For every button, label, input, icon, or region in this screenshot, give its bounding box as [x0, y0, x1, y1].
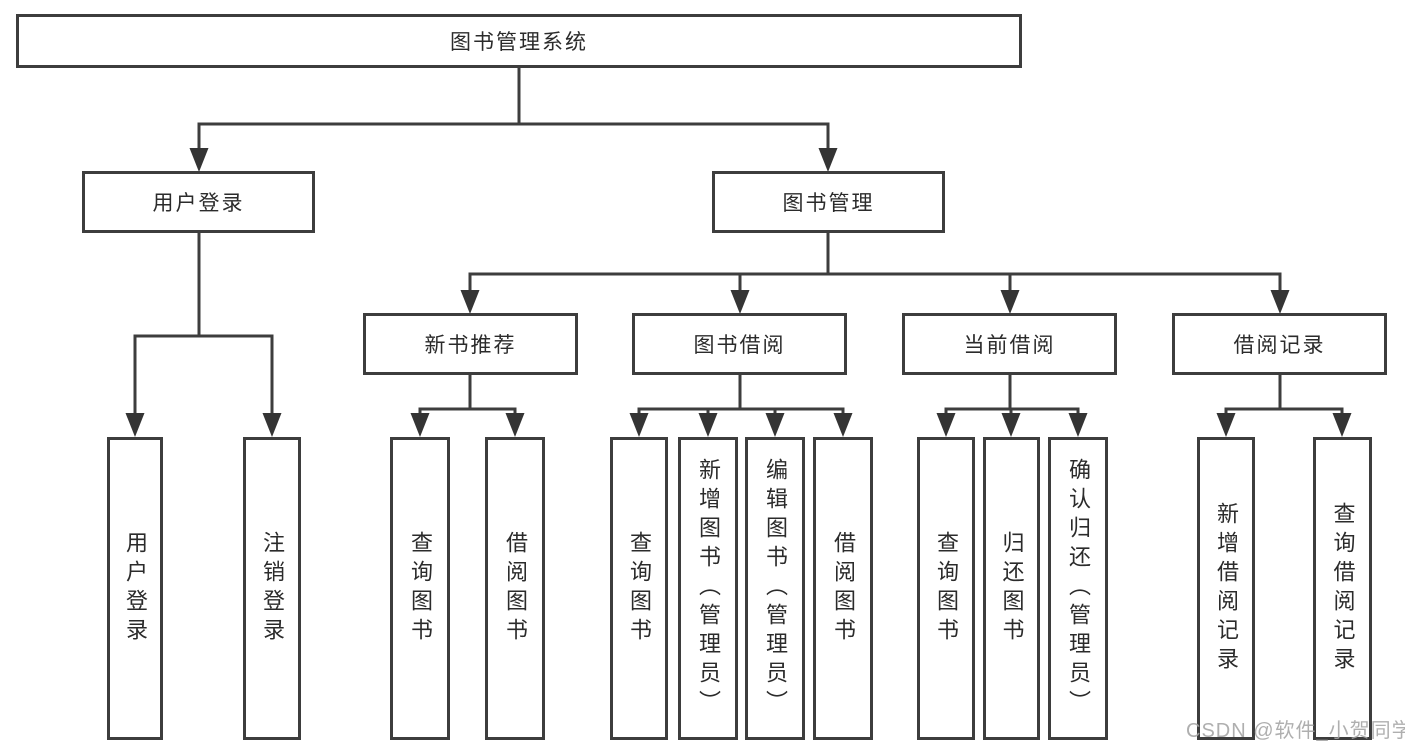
connector-borrow-records-branch — [1224, 375, 1344, 416]
leaf-query-borrow-record: 查询借阅记录 — [1313, 437, 1372, 740]
arrowhead — [1270, 290, 1290, 314]
arrowhead — [1001, 413, 1021, 437]
leaf-confirm-return-admin: 确认归还（管理员） — [1048, 437, 1108, 740]
connector-book-management-branch — [468, 233, 1282, 292]
arrowhead — [818, 148, 838, 172]
connector-root-to-level2 — [197, 68, 830, 150]
arrowhead — [765, 413, 785, 437]
arrowhead — [1068, 413, 1088, 437]
arrowhead — [1332, 413, 1352, 437]
arrowhead — [189, 148, 209, 172]
node-user-login: 用户登录 — [82, 171, 315, 233]
arrowhead — [125, 413, 145, 437]
arrowhead — [629, 413, 649, 437]
leaf-add-book-admin: 新增图书（管理员） — [678, 437, 738, 740]
arrowhead — [698, 413, 718, 437]
leaf-logout-login: 注销登录 — [243, 437, 301, 740]
leaf-query-books-recommend: 查询图书 — [390, 437, 450, 740]
arrowhead — [730, 290, 750, 314]
connector-user-login-branch — [133, 233, 274, 416]
node-new-book-recommendation: 新书推荐 — [363, 313, 578, 375]
connector-current-borrow-branch — [944, 375, 1080, 416]
node-borrowing-records: 借阅记录 — [1172, 313, 1387, 375]
csdn-watermark: CSDN @软件_小贺同学 — [1186, 720, 1405, 742]
leaf-borrow-books-borrow: 借阅图书 — [813, 437, 873, 740]
arrowhead — [410, 413, 430, 437]
arrowhead — [833, 413, 853, 437]
arrowhead — [1000, 290, 1020, 314]
leaf-query-books-borrow: 查询图书 — [610, 437, 668, 740]
arrowhead — [1216, 413, 1236, 437]
leaf-query-books-current: 查询图书 — [917, 437, 975, 740]
leaf-return-books: 归还图书 — [983, 437, 1040, 740]
node-book-management: 图书管理 — [712, 171, 945, 233]
connector-new-book-branch — [418, 375, 517, 416]
arrowhead — [262, 413, 282, 437]
node-library-management-system: 图书管理系统 — [16, 14, 1022, 68]
node-current-borrowing: 当前借阅 — [902, 313, 1117, 375]
leaf-user-login: 用户登录 — [107, 437, 163, 740]
leaf-add-borrow-record: 新增借阅记录 — [1197, 437, 1255, 740]
connector-book-borrow-branch — [637, 375, 845, 416]
arrowhead — [505, 413, 525, 437]
leaf-borrow-books-recommend: 借阅图书 — [485, 437, 545, 740]
arrowhead — [936, 413, 956, 437]
node-book-borrowing: 图书借阅 — [632, 313, 847, 375]
arrowhead — [460, 290, 480, 314]
leaf-edit-book-admin: 编辑图书（管理员） — [745, 437, 805, 740]
